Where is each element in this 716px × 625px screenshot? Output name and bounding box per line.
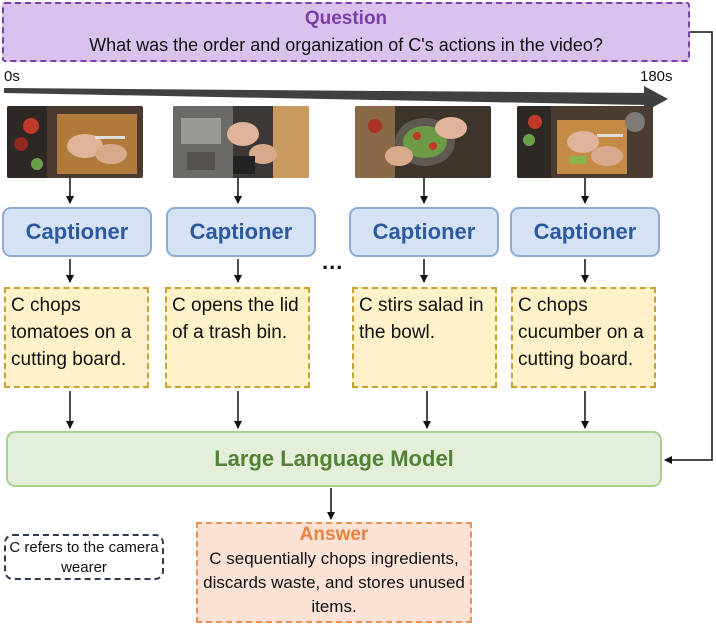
question-text: What was the order and organization of C… — [89, 35, 603, 55]
question-title: Question — [304, 8, 388, 29]
video-frame-2 — [173, 106, 309, 178]
video-frame-4 — [517, 106, 653, 178]
caption-1: C chops tomatoes on a cutting board. — [4, 287, 149, 388]
note-box: C refers to the camera wearer — [4, 534, 164, 580]
captioner-2: Captioner — [166, 207, 316, 257]
arrow-question-to-llm — [664, 31, 713, 464]
answer-text: C sequentially chops ingredients, discar… — [203, 549, 465, 616]
caption-4: C chops cucumber on a cutting board. — [511, 287, 656, 388]
video-frame-3 — [355, 106, 491, 178]
answer-box: Answer C sequentially chops ingredients,… — [196, 522, 472, 623]
captioner-4: Captioner — [510, 207, 660, 257]
timeline-end-label: 180s — [640, 68, 673, 85]
video-frame-1 — [7, 106, 143, 178]
caption-3: C stirs salad in the bowl. — [352, 287, 497, 388]
question-box: Question What was the order and organiza… — [2, 2, 690, 62]
caption-2: C opens the lid of a trash bin. — [165, 287, 310, 388]
answer-title: Answer — [299, 524, 369, 545]
captioner-3: Captioner — [349, 207, 499, 257]
llm-box: Large Language Model — [6, 431, 662, 487]
captioner-1: Captioner — [2, 207, 152, 257]
ellipsis: ... — [322, 249, 344, 274]
timeline-start-label: 0s — [4, 68, 20, 85]
